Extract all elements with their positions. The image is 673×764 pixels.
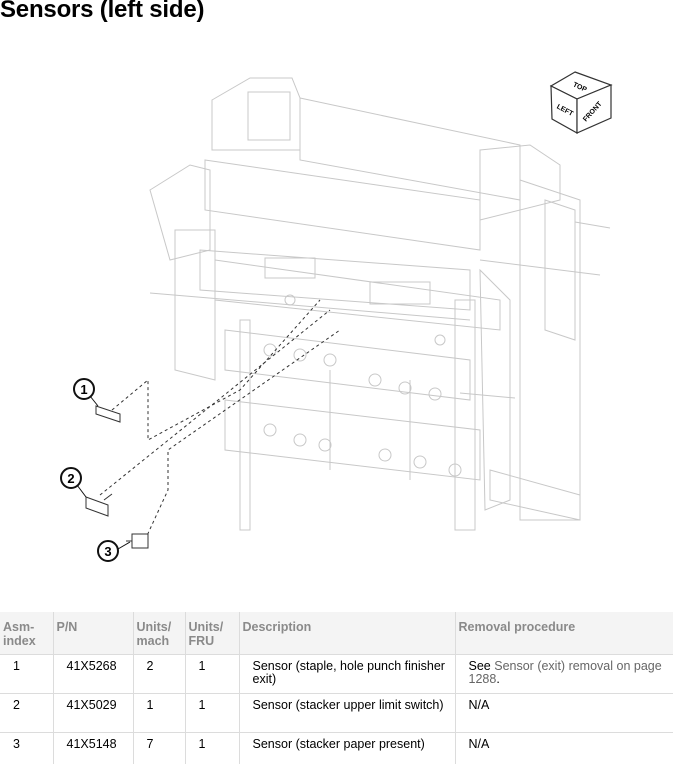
cell-description: Sensor (staple, hole punch finisher exit… (239, 655, 455, 694)
header-units-fru: Units/ FRU (185, 612, 239, 655)
cell-units-fru: 1 (185, 733, 239, 764)
cell-pn: 41X5268 (53, 655, 133, 694)
removal-suffix: . (496, 672, 499, 686)
callout-2: 2 (61, 468, 86, 497)
cell-asm-index: 2 (0, 694, 53, 733)
header-asm-index: Asm-index (0, 612, 53, 655)
sensor-2-part (86, 494, 112, 516)
cell-units-fru: 1 (185, 655, 239, 694)
removal-prefix: See (469, 659, 491, 673)
cell-units-mach: 1 (133, 694, 185, 733)
finisher-frame-drawing (150, 78, 610, 530)
cell-units-fru: 1 (185, 694, 239, 733)
cell-asm-index: 1 (0, 655, 53, 694)
sensors-exploded-illustration: TOP LEFT FRONT (0, 40, 673, 610)
callout-1: 1 (74, 379, 98, 406)
table-row: 2 41X5029 1 1 Sensor (stacker upper limi… (0, 694, 673, 733)
sensor-1-part (96, 406, 120, 422)
header-pn: P/N (53, 612, 133, 655)
header-description: Description (239, 612, 455, 655)
callout-1-label: 1 (80, 382, 87, 397)
cell-removal: See Sensor (exit) removal on page 1288. (455, 655, 673, 694)
table-row: 3 41X5148 7 1 Sensor (stacker paper pres… (0, 733, 673, 764)
callout-2-label: 2 (67, 471, 74, 486)
cell-pn: 41X5029 (53, 694, 133, 733)
cell-units-mach: 7 (133, 733, 185, 764)
cell-units-mach: 2 (133, 655, 185, 694)
cell-description: Sensor (stacker paper present) (239, 733, 455, 764)
cell-asm-index: 3 (0, 733, 53, 764)
page-title: Sensors (left side) (0, 0, 204, 24)
cell-pn: 41X5148 (53, 733, 133, 764)
header-removal: Removal procedure (455, 612, 673, 655)
header-units-mach: Units/ mach (133, 612, 185, 655)
parts-table: Asm-index P/N Units/ mach Units/ FRU Des… (0, 612, 673, 764)
cell-removal: N/A (455, 694, 673, 733)
callout-3: 3 (98, 541, 130, 561)
table-row: 1 41X5268 2 1 Sensor (staple, hole punch… (0, 655, 673, 694)
cell-description: Sensor (stacker upper limit switch) (239, 694, 455, 733)
sensor-3-part (126, 534, 148, 548)
table-header-row: Asm-index P/N Units/ mach Units/ FRU Des… (0, 612, 673, 655)
callout-3-label: 3 (104, 544, 111, 559)
cell-removal: N/A (455, 733, 673, 764)
callout-leaders (100, 300, 340, 540)
orientation-cube: TOP LEFT FRONT (551, 72, 611, 133)
